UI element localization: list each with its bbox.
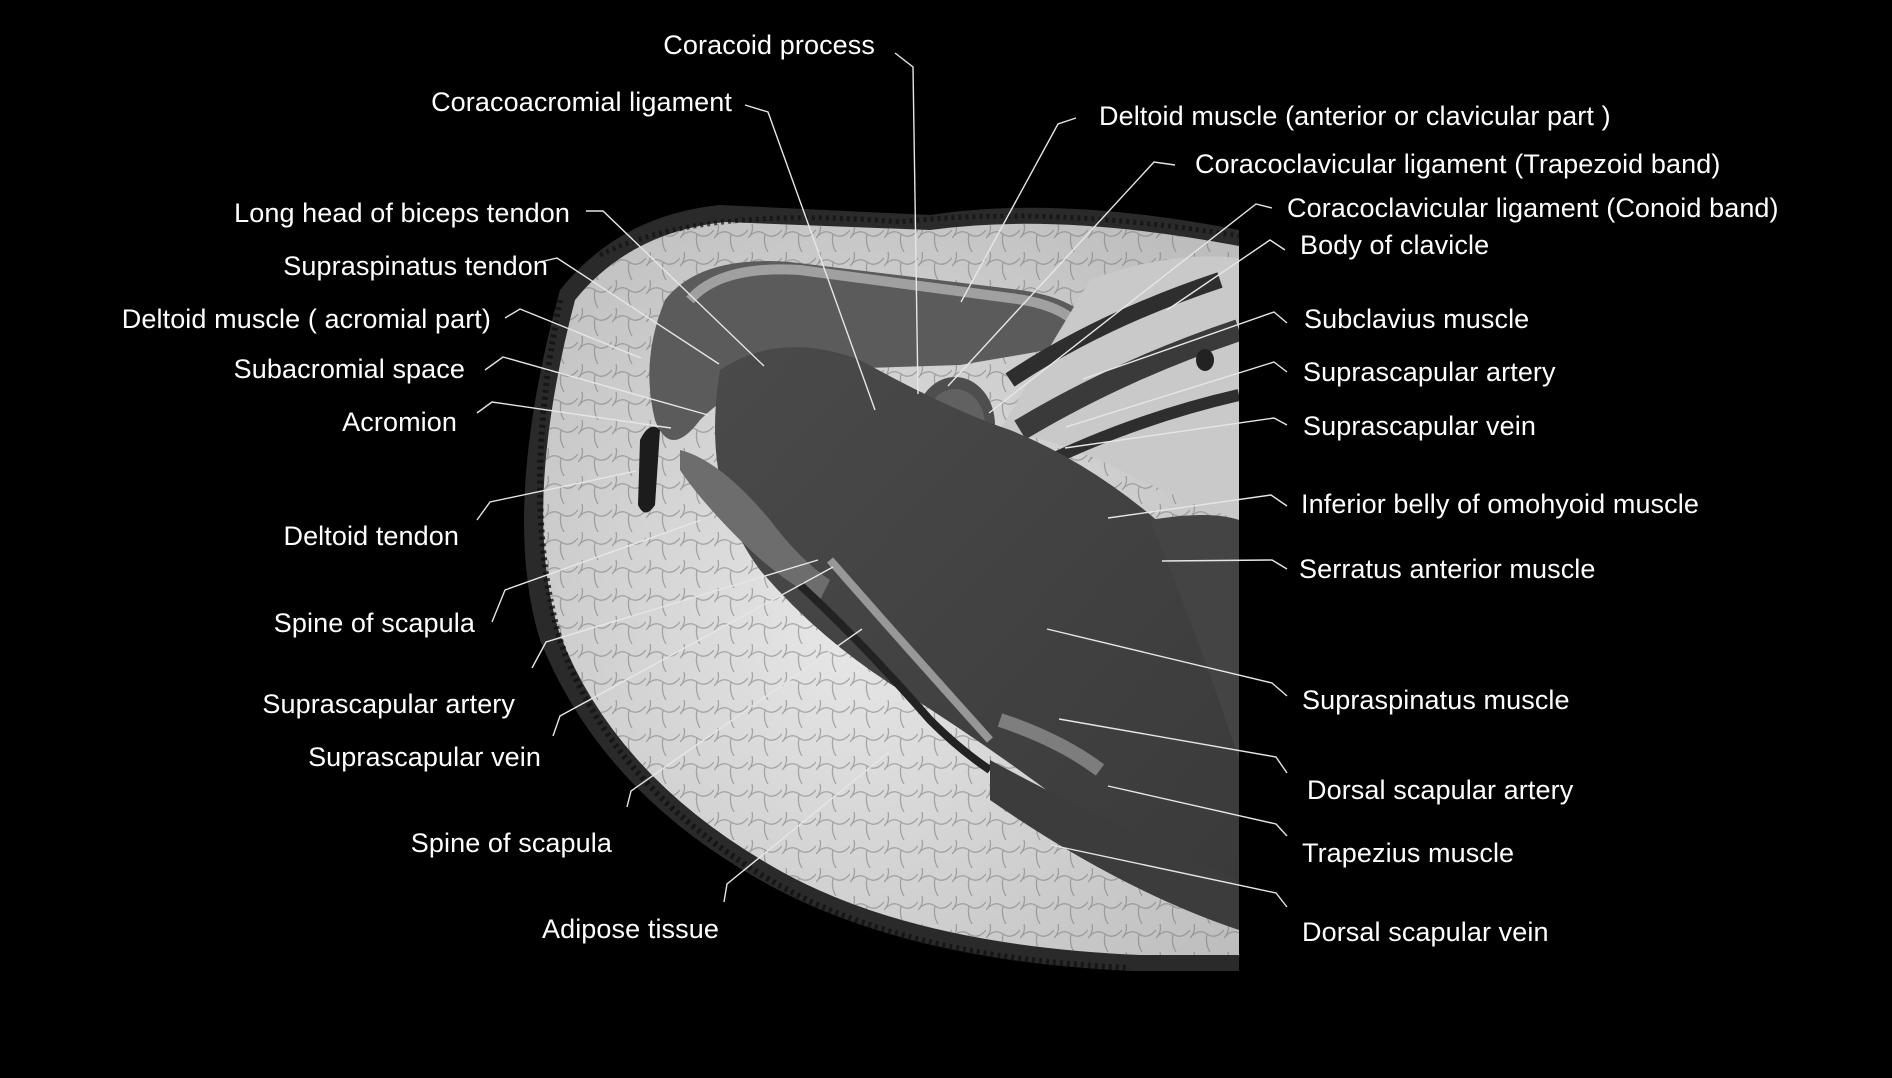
leader-line-coracoclavicular-trapezoid (947, 161, 1176, 387)
label-coracoid-process: Coracoid process (663, 30, 875, 60)
mri-slice (524, 205, 1239, 971)
leader-line-spine-of-scapula-1 (491, 519, 702, 623)
leader-line-suprascapular-artery-right (1065, 361, 1288, 428)
leader-line-supraspinatus-muscle (1046, 628, 1288, 697)
leader-line-dorsal-scapular-vein (1050, 844, 1288, 908)
leader-line-body-of-clavicle (1166, 239, 1286, 311)
leader-line-suprascapular-vein-left (552, 566, 834, 737)
leader-line-deltoid-tendon (476, 470, 637, 521)
label-long-head-biceps-tendon: Long head of biceps tendon (234, 198, 570, 228)
leader-line-spine-of-scapula-2 (626, 628, 863, 808)
label-suprascapular-vein-right: Suprascapular vein (1303, 411, 1536, 441)
label-inferior-belly-omohyoid: Inferior belly of omohyoid muscle (1301, 489, 1699, 519)
label-spine-of-scapula-1: Spine of scapula (273, 608, 475, 638)
leader-line-adipose-tissue (723, 751, 890, 903)
leader-line-trapezius-muscle (1107, 785, 1288, 837)
leader-line-subclavius-muscle (1082, 311, 1288, 380)
leader-line-dorsal-scapular-artery (1058, 718, 1288, 774)
label-dorsal-scapular-vein: Dorsal scapular vein (1302, 917, 1549, 947)
leader-line-inferior-belly-omohyoid (1107, 494, 1288, 519)
leader-line-long-head-biceps-tendon (586, 210, 765, 367)
leader-line-serratus-anterior (1161, 559, 1288, 570)
leader-line-coracoclavicular-conoid (988, 203, 1273, 414)
label-subacromial-space: Subacromial space (233, 354, 465, 384)
label-acromion: Acromion (342, 407, 457, 437)
leader-lines (476, 52, 1288, 908)
leader-line-suprascapular-artery-left (531, 559, 819, 669)
label-coracoclavicular-conoid: Coracoclavicular ligament (Conoid band) (1287, 193, 1779, 223)
label-supraspinatus-muscle: Supraspinatus muscle (1302, 685, 1570, 715)
label-trapezius-muscle: Trapezius muscle (1302, 838, 1515, 868)
leader-line-acromion (476, 401, 672, 429)
label-deltoid-anterior: Deltoid muscle (anterior or clavicular p… (1099, 101, 1611, 131)
leader-line-deltoid-acromial (504, 308, 642, 359)
label-serratus-anterior: Serratus anterior muscle (1299, 554, 1596, 584)
label-suprascapular-artery-right: Suprascapular artery (1303, 357, 1556, 387)
label-subclavius-muscle: Subclavius muscle (1304, 304, 1530, 334)
leader-line-coracoacromial-ligament (744, 104, 876, 411)
label-deltoid-tendon: Deltoid tendon (283, 521, 459, 551)
label-deltoid-acromial: Deltoid muscle ( acromial part) (121, 304, 491, 334)
leader-line-supraspinatus-tendon (539, 257, 720, 365)
leader-line-subacromial-space (484, 356, 709, 416)
label-dorsal-scapular-artery: Dorsal scapular artery (1307, 775, 1574, 805)
leader-line-suprascapular-vein-right (1064, 417, 1288, 449)
label-adipose-tissue: Adipose tissue (541, 914, 719, 944)
label-coracoclavicular-trapezoid: Coracoclavicular ligament (Trapezoid ban… (1195, 149, 1721, 179)
label-coracoacromial-ligament: Coracoacromial ligament (431, 87, 732, 117)
label-body-of-clavicle: Body of clavicle (1300, 230, 1490, 260)
label-spine-of-scapula-2: Spine of scapula (410, 828, 612, 858)
leader-line-deltoid-anterior (960, 117, 1077, 303)
leader-line-coracoid-process (894, 52, 919, 395)
label-suprascapular-artery-left: Suprascapular artery (262, 689, 515, 719)
label-supraspinatus-tendon: Supraspinatus tendon (283, 251, 548, 281)
label-suprascapular-vein-left: Suprascapular vein (308, 742, 541, 772)
